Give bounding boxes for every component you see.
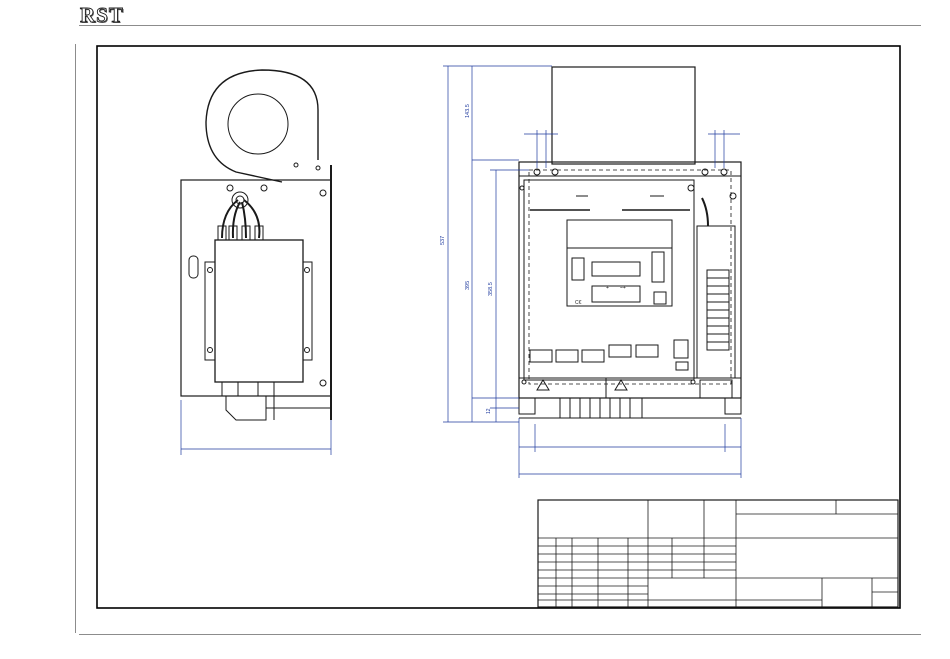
warning-icon — [537, 380, 627, 390]
svg-text:C€: C€ — [575, 300, 582, 306]
svg-text:=+: =+ — [620, 285, 626, 291]
title-block — [538, 500, 898, 607]
ce-mark-icon: C€ — [575, 300, 582, 306]
svg-text:+: + — [606, 285, 609, 291]
dimension-inner-height: 395 — [465, 281, 471, 290]
fan-icon — [206, 70, 320, 182]
dimension-mount-height: 358.5 — [488, 282, 494, 296]
drawing-frame — [97, 46, 900, 608]
dimension-overall-height: 537 — [440, 236, 446, 245]
dimension-bottom-gap: 12 — [486, 408, 492, 414]
dimension-top-section: 143.5 — [465, 104, 471, 118]
front-view: + =+ C€ — [443, 66, 741, 478]
side-view — [181, 70, 331, 455]
